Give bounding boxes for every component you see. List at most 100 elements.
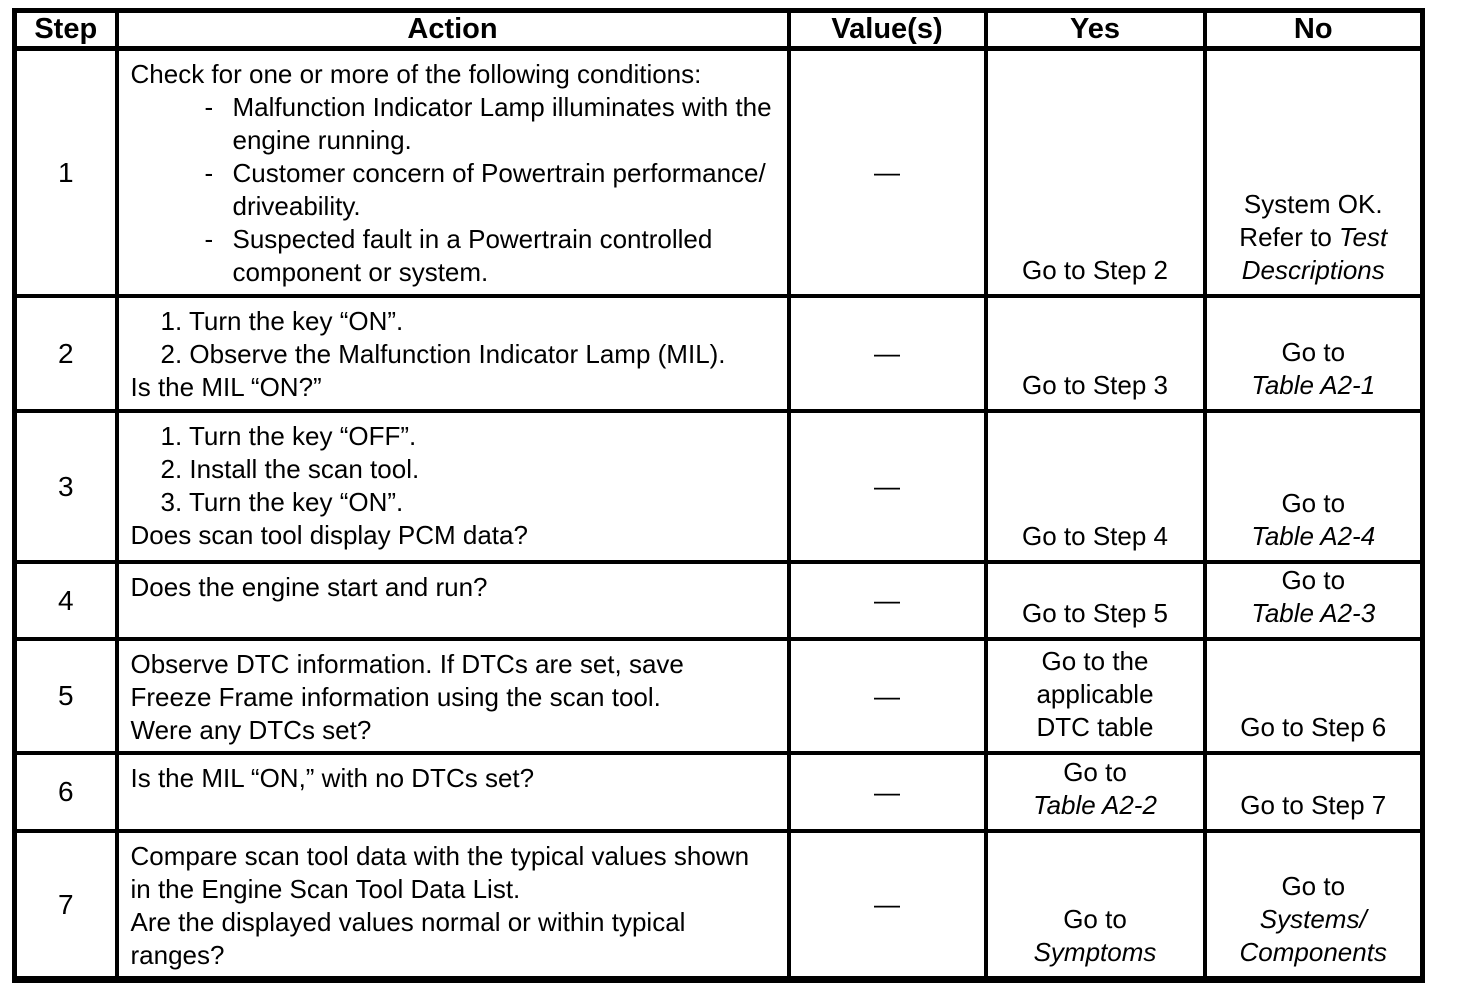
step-cell: 5	[12, 637, 119, 755]
action-line: Is the MIL “ON,” with no DTCs set?	[130, 763, 535, 793]
table-row: 6 Is the MIL “ON,” with no DTCs set? — G…	[12, 751, 1425, 833]
table-row: 7 Compare scan tool data with the typica…	[12, 829, 1425, 982]
action-line: Is the MIL “ON?”	[130, 372, 322, 402]
action-cell: Check for one or more of the following c…	[114, 46, 791, 298]
table-row: 3 1. Turn the key “OFF”. 2. Install the …	[12, 409, 1425, 564]
column-header-yes: Yes	[983, 8, 1207, 51]
go-to-reference: Table A2-2	[988, 789, 1203, 822]
yes-cell: Go to Table A2-2	[983, 751, 1207, 833]
header-row: Step Action Value(s) Yes No	[12, 8, 1425, 51]
column-header-action: Action	[114, 8, 791, 51]
action-line: Observe DTC information. If DTCs are set…	[130, 649, 684, 679]
step-cell: 3	[12, 409, 119, 564]
go-to-reference: Go to Step 3	[1022, 370, 1168, 400]
step-cell: 7	[12, 829, 119, 982]
scanned-document-page: Step Action Value(s) Yes No 1 Check for …	[12, 8, 1425, 983]
go-to-reference: Go to	[1063, 904, 1127, 934]
action-cell: Does the engine start and run?	[114, 560, 791, 641]
action-line: ranges?	[130, 940, 225, 970]
values-cell: —	[786, 409, 988, 564]
yes-cell: Go to Symptoms	[983, 829, 1207, 982]
action-cell: Observe DTC information. If DTCs are set…	[114, 637, 791, 755]
go-to-reference: Go to Step 5	[1022, 598, 1168, 628]
italic-reference: Table A2-1	[1251, 370, 1376, 400]
go-to-reference: Go to Step 7	[1240, 790, 1387, 820]
action-line: Does the engine start and run?	[130, 572, 488, 602]
yes-cell: Go to the applicable DTC table	[983, 637, 1207, 755]
column-header-step: Step	[12, 8, 119, 51]
no-cell: Go to Step 7	[1202, 751, 1425, 833]
action-line: Compare scan tool data with the typical …	[130, 841, 750, 871]
go-to-reference: DTC table	[1036, 712, 1154, 742]
action-line: 1. Turn the key “ON”.	[160, 306, 404, 336]
go-to-reference: Go to	[1063, 757, 1127, 787]
action-line-text: Malfunction Indicator Lamp illuminates w…	[232, 92, 772, 122]
no-cell: System OK. Refer to Test Descriptions	[1202, 46, 1425, 298]
action-line: -Suspected fault in a Powertrain control…	[131, 223, 781, 256]
action-line-text: Suspected fault in a Powertrain controll…	[232, 224, 713, 254]
table-row: 1 Check for one or more of the following…	[12, 46, 1425, 298]
italic-reference: Table A2-4	[1251, 521, 1376, 551]
yes-cell: Go to Step 5	[983, 560, 1207, 641]
go-to-reference: System OK.	[1243, 189, 1383, 219]
go-to-reference: Refer to Test	[1239, 222, 1388, 252]
go-to-reference: applicable	[1036, 679, 1154, 709]
italic-reference: Test	[1339, 222, 1388, 252]
column-header-values: Value(s)	[786, 8, 988, 51]
table-row: 4 Does the engine start and run? — Go to…	[12, 560, 1425, 641]
action-line: driveability.	[232, 191, 361, 221]
action-line-text: Customer concern of Powertrain performan…	[232, 158, 766, 188]
go-to-reference: Go to Step 6	[1240, 712, 1387, 742]
yes-cell: Go to Step 4	[983, 409, 1207, 564]
action-cell: 1. Turn the key “ON”. 2. Observe the Mal…	[114, 294, 791, 413]
italic-reference: Components	[1239, 937, 1387, 967]
italic-reference: Symptoms	[1033, 937, 1157, 967]
italic-reference: Table A2-2	[1033, 790, 1157, 820]
action-line: 2. Observe the Malfunction Indicator Lam…	[160, 339, 726, 369]
yes-cell: Go to Step 2	[983, 46, 1207, 298]
action-line: component or system.	[232, 257, 489, 287]
step-cell: 6	[12, 751, 119, 833]
action-line: in the Engine Scan Tool Data List.	[130, 874, 521, 904]
bullet-dash: -	[204, 92, 214, 122]
values-cell: —	[786, 829, 988, 982]
no-cell: Go to Systems/ Components	[1202, 829, 1425, 982]
column-header-no: No	[1202, 8, 1425, 51]
no-cell: Go to Step 6	[1202, 637, 1425, 755]
table-row: 5 Observe DTC information. If DTCs are s…	[12, 637, 1425, 755]
action-line: -Malfunction Indicator Lamp illuminates …	[131, 91, 781, 124]
go-to-reference: Table A2-1	[1207, 369, 1421, 402]
action-line: 3. Turn the key “ON”.	[160, 487, 404, 517]
go-to-reference: Descriptions	[1207, 254, 1421, 287]
italic-reference: Systems/	[1259, 904, 1367, 934]
action-line: Freeze Frame information using the scan …	[130, 682, 661, 712]
table-row: 2 1. Turn the key “ON”. 2. Observe the M…	[12, 294, 1425, 413]
action-cell: 1. Turn the key “OFF”. 2. Install the sc…	[114, 409, 791, 564]
values-cell: —	[786, 560, 988, 641]
values-cell: —	[786, 294, 988, 413]
bullet-dash: -	[204, 158, 214, 188]
diagnostic-table: Step Action Value(s) Yes No 1 Check for …	[12, 8, 1425, 983]
go-to-reference: Go to the	[1041, 646, 1149, 676]
step-cell: 2	[12, 294, 119, 413]
action-cell: Is the MIL “ON,” with no DTCs set?	[114, 751, 791, 833]
action-line: 2. Install the scan tool.	[160, 454, 420, 484]
values-cell: —	[786, 751, 988, 833]
values-cell: —	[786, 46, 988, 298]
action-line: Check for one or more of the following c…	[130, 59, 702, 89]
yes-cell: Go to Step 3	[983, 294, 1207, 413]
go-to-reference: Go to Step 2	[1022, 255, 1168, 285]
action-line: Does scan tool display PCM data?	[130, 520, 528, 550]
action-line: engine running.	[232, 125, 412, 155]
action-line: Were any DTCs set?	[130, 715, 372, 745]
action-cell: Compare scan tool data with the typical …	[114, 829, 791, 982]
action-line: Are the displayed values normal or withi…	[130, 907, 686, 937]
values-cell: —	[786, 637, 988, 755]
italic-reference: Descriptions	[1241, 255, 1385, 285]
go-to-reference: Table A2-4	[1207, 520, 1421, 553]
no-cell: Go to Table A2-1	[1202, 294, 1425, 413]
no-cell: Go to Table A2-3	[1202, 560, 1425, 641]
bullet-dash: -	[204, 224, 214, 254]
go-to-reference: Table A2-3	[1207, 597, 1421, 630]
go-to-reference: Symptoms	[988, 936, 1203, 969]
